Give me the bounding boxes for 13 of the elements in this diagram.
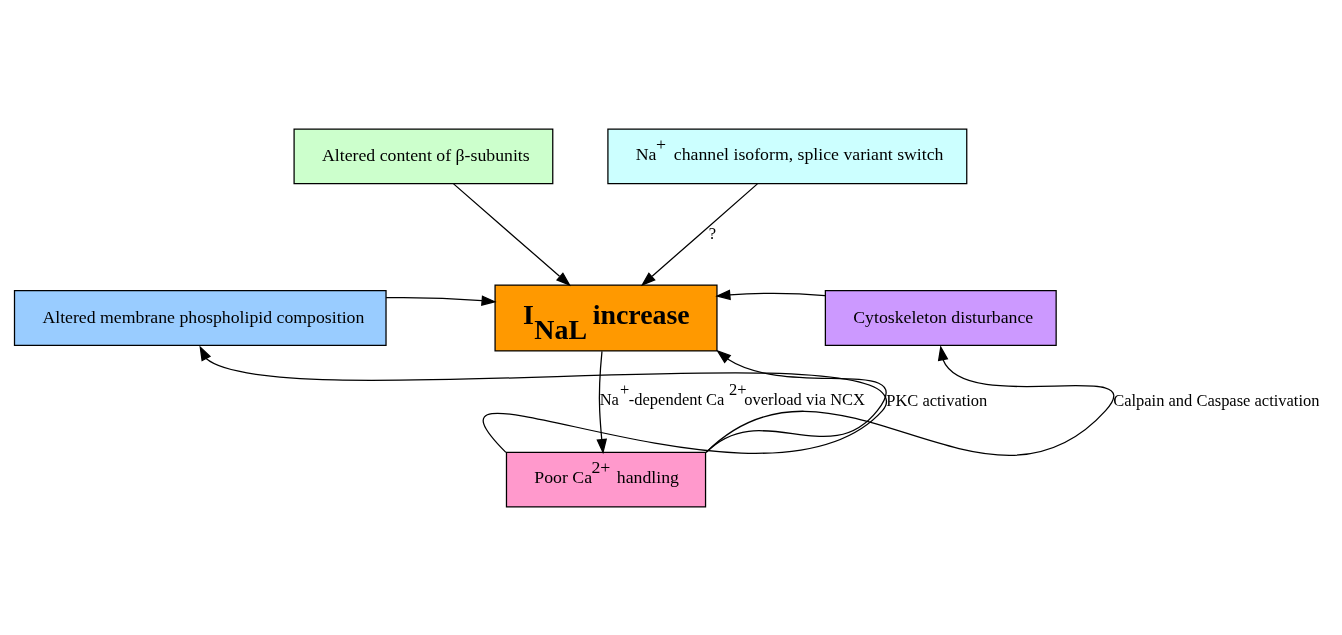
- node-box: Altered membrane phospholipid composition: [13, 289, 387, 346]
- edge-label: Calpain and Caspase activation: [1113, 390, 1320, 410]
- arrow: [596, 350, 607, 454]
- arrow: [705, 344, 1114, 456]
- edge-label: PKC activation: [886, 390, 988, 410]
- edge-label: ?: [708, 223, 717, 243]
- arrow: [640, 182, 759, 286]
- arrow: [452, 182, 571, 286]
- node-box: Altered content of β-subunits: [293, 127, 554, 184]
- node-box: Cytoskeleton disturbance: [824, 289, 1057, 346]
- arrow: [715, 289, 826, 300]
- arrow: [385, 294, 497, 306]
- arrow: [199, 344, 888, 454]
